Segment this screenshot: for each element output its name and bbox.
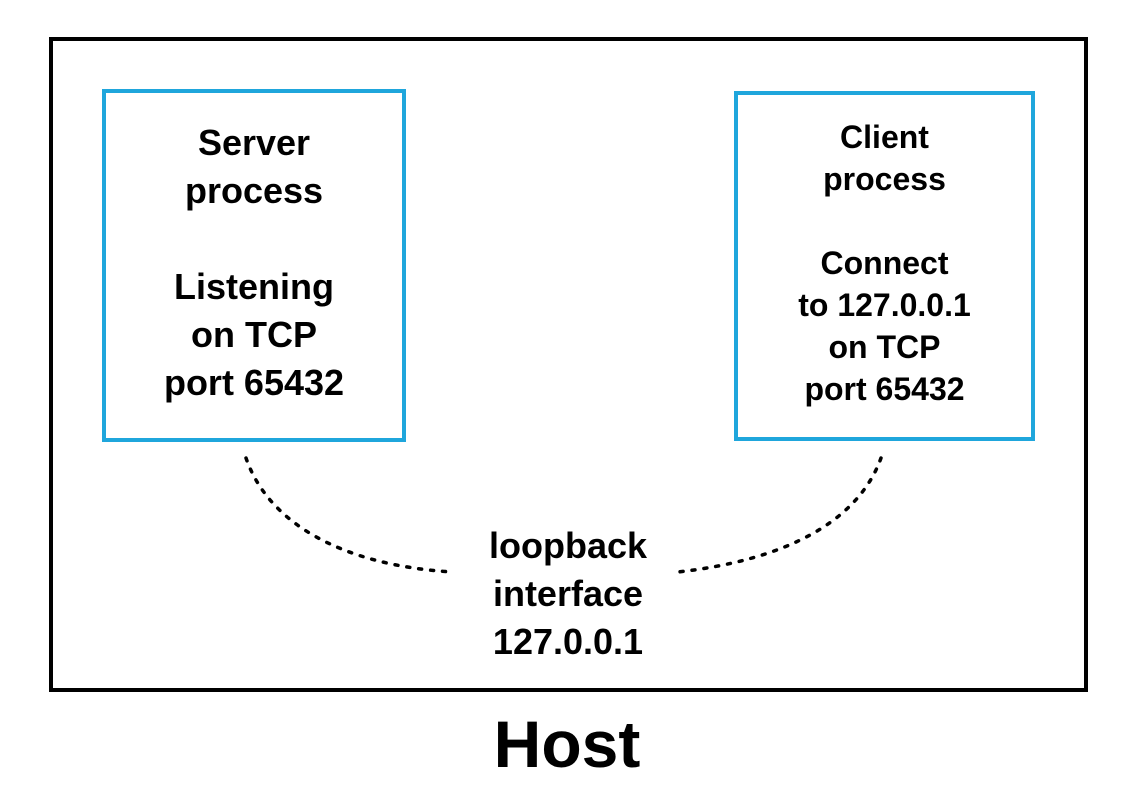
client-loopback-link (676, 456, 883, 574)
client-spacer (738, 200, 1031, 242)
client-action-line-2: to 127.0.0.1 (798, 287, 971, 323)
client-process-box: Client process Connect to 127.0.0.1 on T… (734, 91, 1035, 441)
server-process-box: Server process Listening on TCP port 654… (102, 89, 406, 442)
client-action-line-4: port 65432 (804, 371, 965, 407)
loopback-line-2: interface (492, 573, 644, 614)
client-title-line-1: Client (840, 119, 929, 155)
client-title-line-2: process (823, 161, 946, 197)
server-loopback-link (244, 456, 454, 574)
loopback-interface-label: loopback interface 127.0.0.1 (448, 522, 688, 666)
client-action-line-3: on TCP (828, 329, 941, 365)
host-frame (49, 37, 1088, 692)
loopback-line-1: loopback (488, 525, 648, 566)
server-title-line-1: Server (197, 122, 311, 163)
server-status-line-1: Listening (174, 266, 334, 307)
client-action-line-1: Connect (820, 245, 949, 281)
loopback-line-3: 127.0.0.1 (492, 621, 644, 662)
server-title-line-2: process (184, 170, 324, 211)
server-spacer (106, 215, 402, 263)
server-status-line-2: on TCP (191, 314, 317, 355)
host-label: Host (493, 707, 641, 781)
server-status-line-3: port 65432 (163, 362, 345, 403)
